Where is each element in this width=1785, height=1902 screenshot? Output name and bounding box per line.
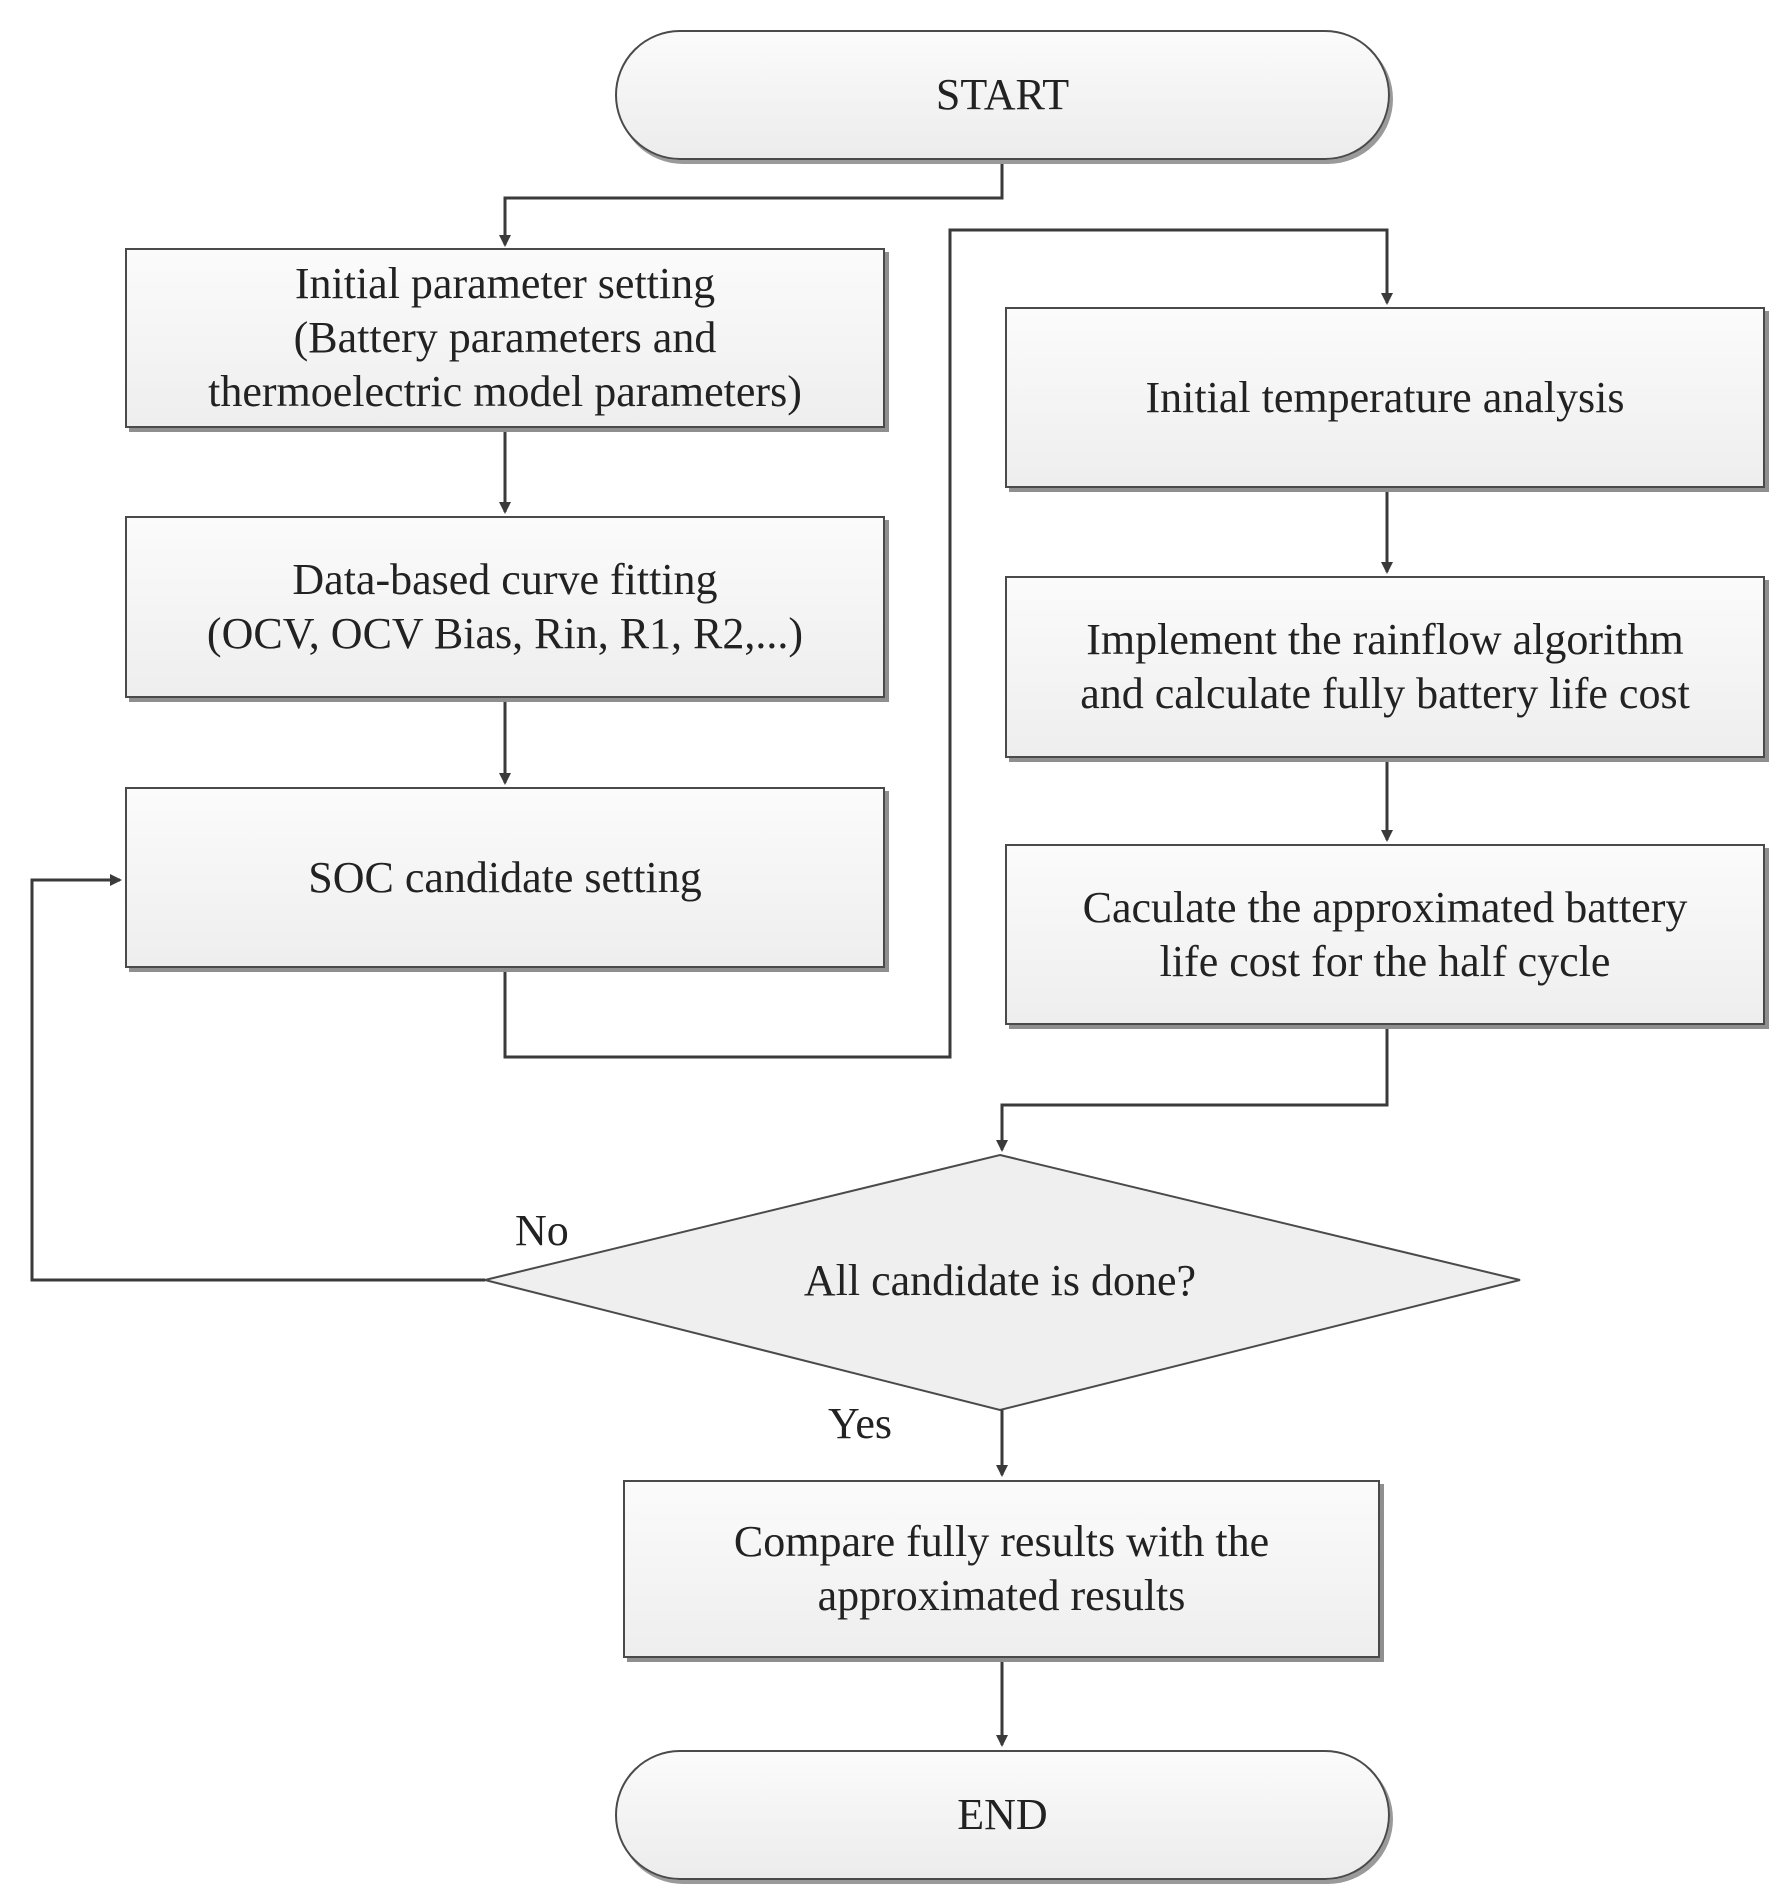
decision-diamond — [484, 1153, 1521, 1412]
arrow-start-to-init-params — [499, 162, 1004, 247]
initial-temperature-analysis-box: Initial temperature analysis — [1005, 307, 1765, 488]
end-terminal: END — [615, 1750, 1390, 1880]
initial-parameter-setting-box: Initial parameter setting (Battery param… — [125, 248, 885, 428]
soc-candidate-setting-box: SOC candidate setting — [125, 787, 885, 968]
start-terminal: START — [615, 30, 1390, 160]
approximated-cost-box: Caculate the approximated battery life c… — [1005, 844, 1765, 1025]
decision-text: All candidate is done? — [803, 1255, 1197, 1305]
arrow-approx-cost-to-decision — [996, 1027, 1389, 1152]
arrow-decision-no-to-soc — [30, 874, 485, 1282]
no-label: No — [515, 1206, 569, 1255]
rainflow-algorithm-box: Implement the rainflow algorithm and cal… — [1005, 576, 1765, 758]
compare-results-box: Compare fully results with the approxima… — [623, 1480, 1380, 1658]
yes-label: Yes — [828, 1399, 893, 1448]
curve-fitting-box: Data-based curve fitting (OCV, OCV Bias,… — [125, 516, 885, 698]
arrow-soc-to-init-temp — [503, 228, 1393, 1059]
